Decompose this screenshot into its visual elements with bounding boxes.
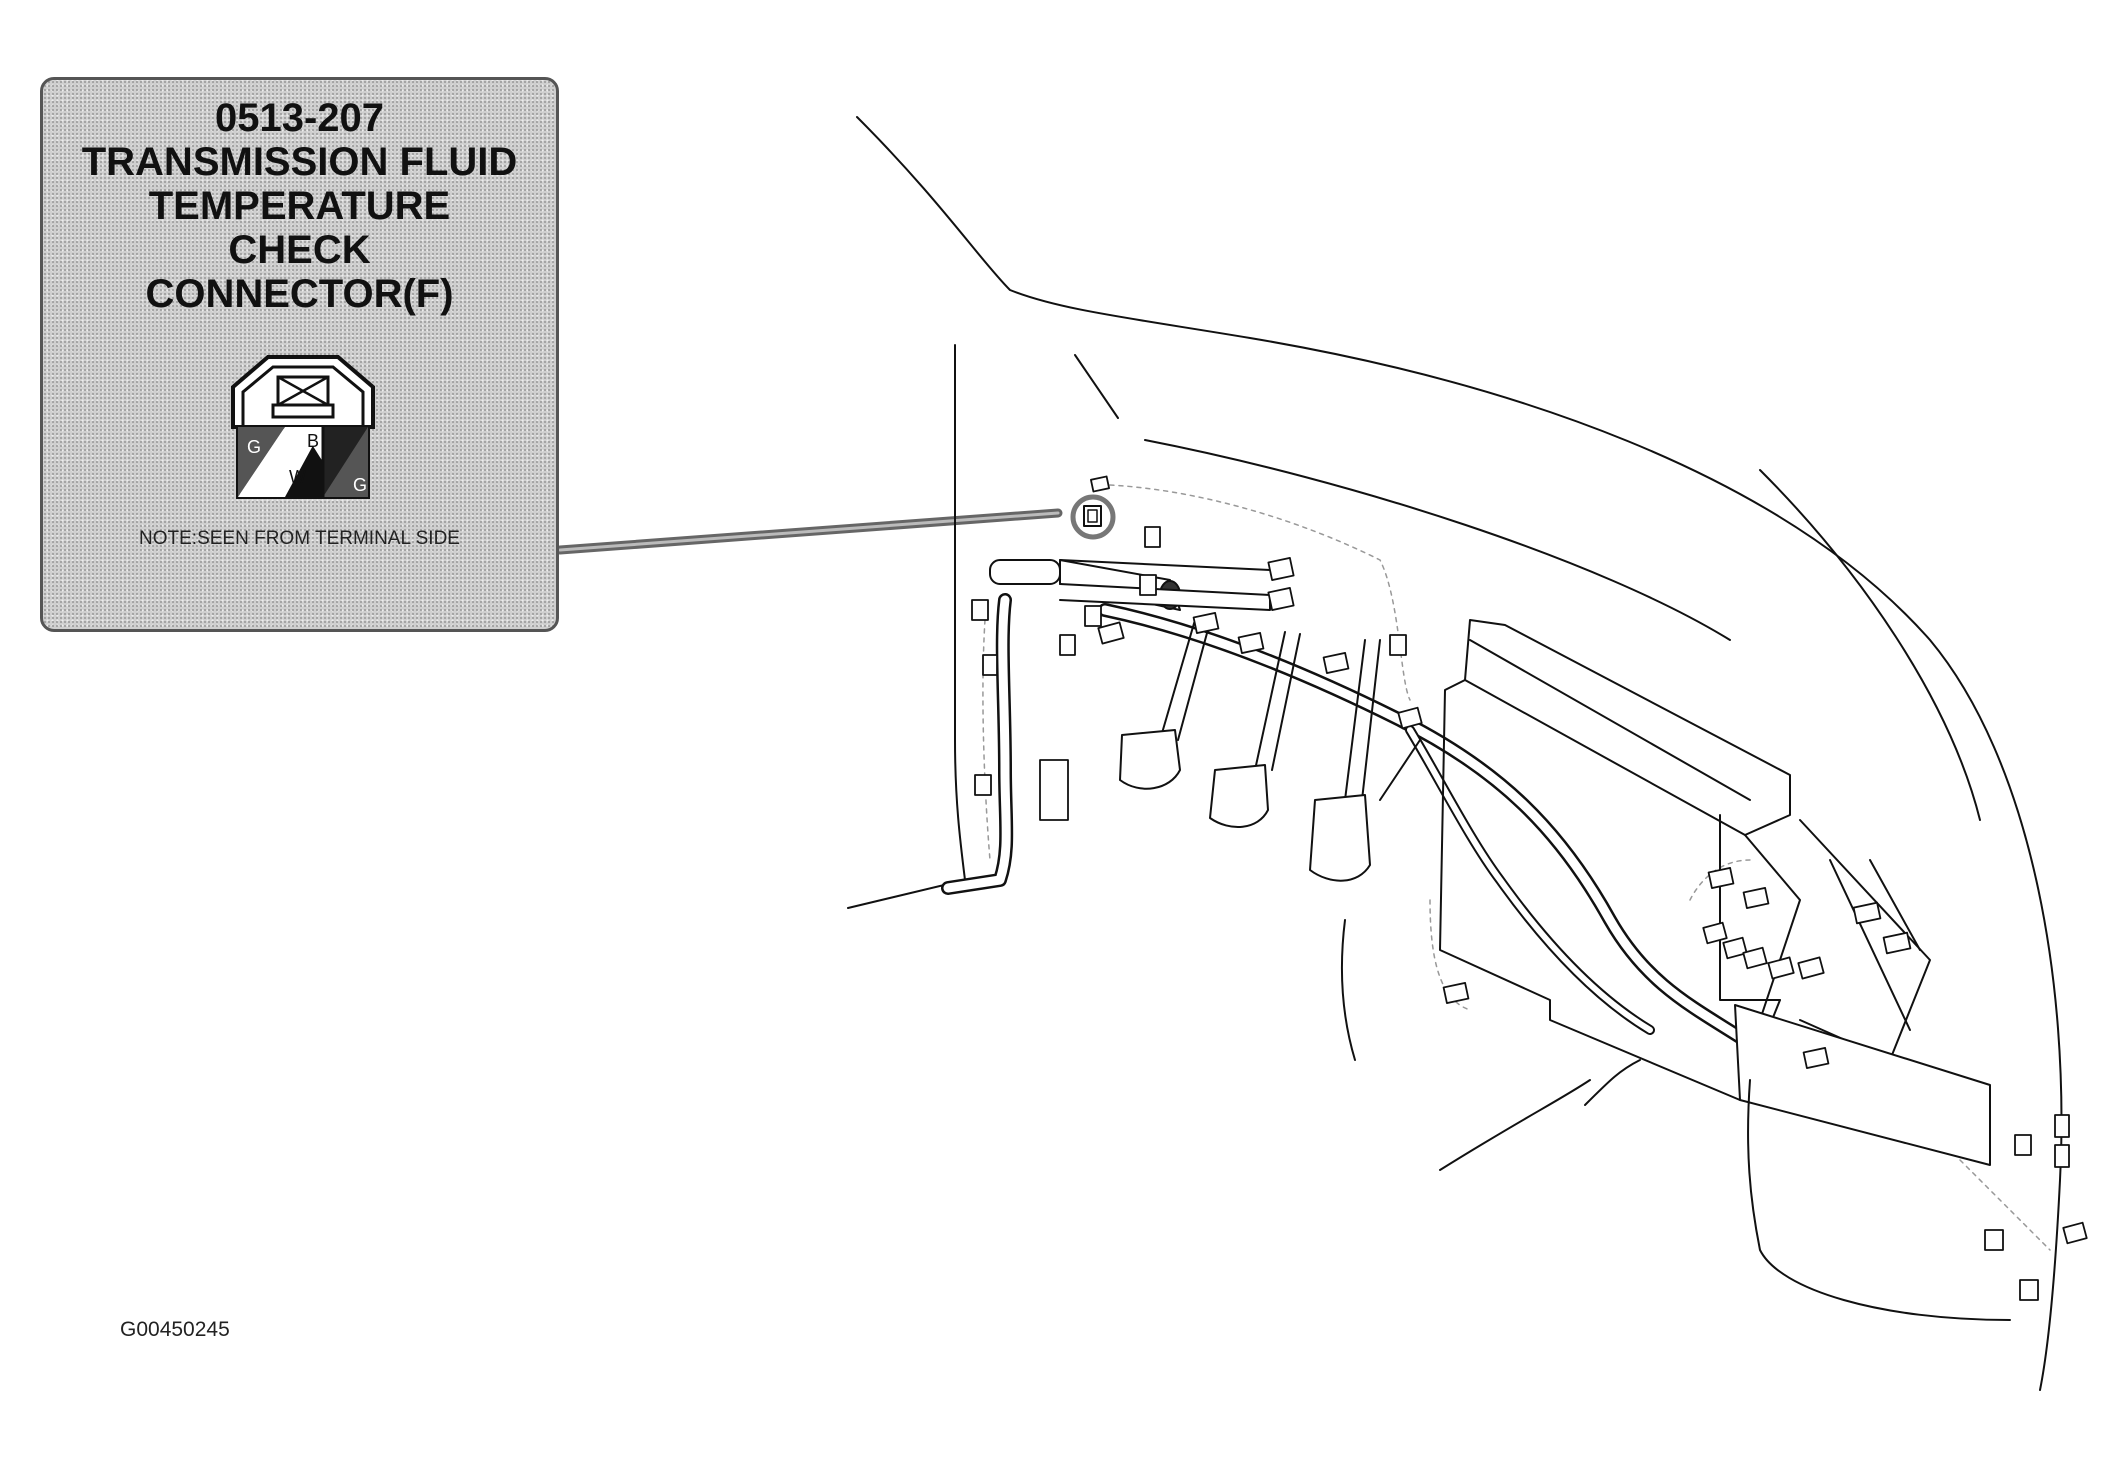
connector-callout: 0513-207 TRANSMISSION FLUID TEMPERATURE … — [40, 77, 559, 632]
body-outline — [847, 116, 2063, 1391]
callout-note: NOTE:SEEN FROM TERMINAL SIDE — [139, 528, 460, 549]
junction-box — [1439, 619, 2011, 1321]
connector-face: G W B G — [213, 347, 393, 547]
title-line-3: CHECK — [228, 228, 371, 272]
connector-code: 0513-207 — [214, 96, 385, 140]
accelerator-pedal-icon — [1309, 639, 1421, 882]
brake-pedal-icon — [1119, 619, 1211, 790]
pin-middle-bottom-label: W — [289, 467, 306, 487]
title-line-1: TRANSMISSION FLUID — [81, 140, 518, 184]
pin-left-label: G — [247, 437, 261, 457]
clutch-pedal-icon — [1209, 631, 1301, 829]
callout-title: 0513-207 TRANSMISSION FLUID TEMPERATURE … — [43, 96, 556, 316]
diagram-id: G00450245 — [120, 1318, 230, 1341]
steering-column — [989, 559, 1271, 611]
pin-middle-top-label: B — [307, 431, 319, 451]
title-line-4: CONNECTOR(F) — [145, 272, 454, 316]
connector-icon: G W B G — [231, 355, 375, 499]
pin-right-label: G — [353, 475, 367, 495]
title-line-2: TEMPERATURE — [148, 184, 451, 228]
harness-connector-icon — [971, 475, 2088, 1301]
check-connector-highlight — [1070, 494, 1116, 540]
